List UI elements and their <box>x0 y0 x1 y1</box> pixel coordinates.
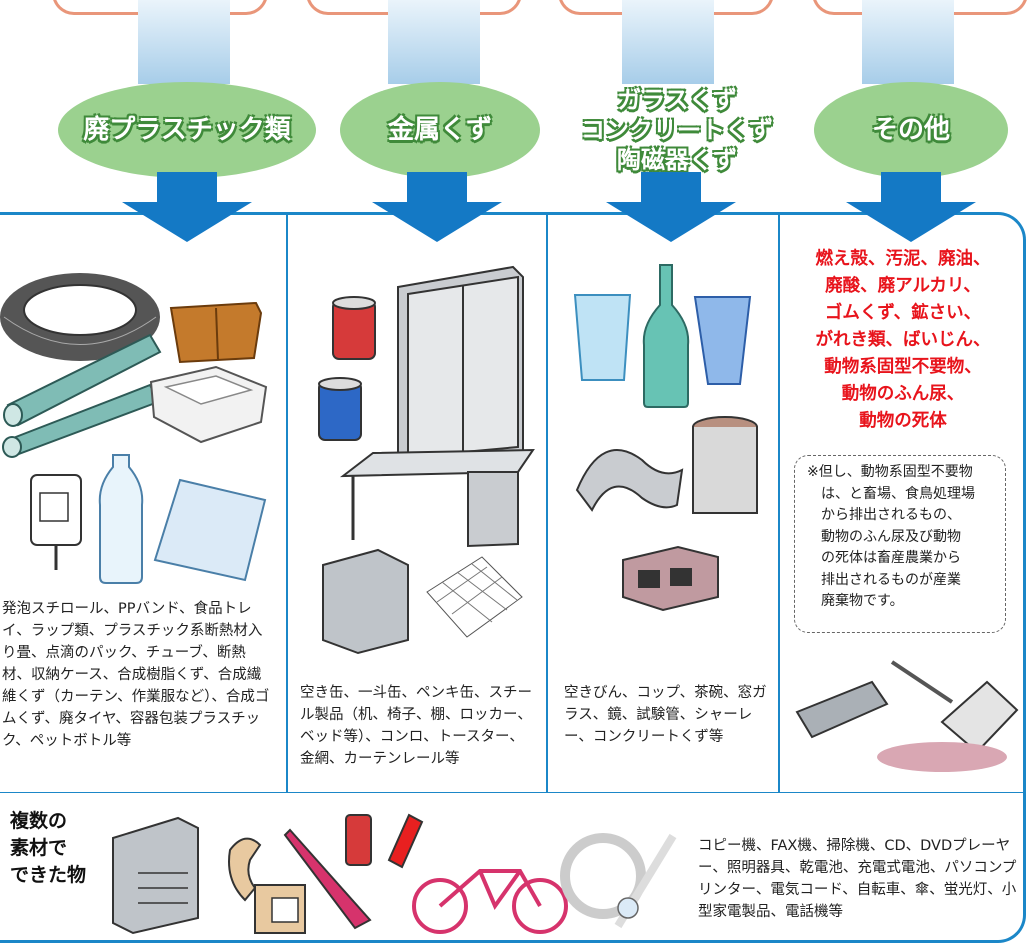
food-tray-illustration <box>169 301 263 364</box>
umbrella-illustration <box>283 828 372 930</box>
column-divider-1 <box>286 215 288 792</box>
category-oval-plastic: 廃プラスチック類 <box>58 82 316 178</box>
glass-bottle-illustration <box>642 264 690 408</box>
glass-cup-illustration <box>573 294 632 381</box>
broken-glass-illustration <box>693 296 752 385</box>
pipe-illustration <box>2 333 162 458</box>
down-arrow-4 <box>846 172 976 242</box>
down-arrow-3 <box>606 172 736 242</box>
battery-illustration <box>345 813 424 869</box>
category-description-plastic: 発泡スチロール、PPバンド、食品トレイ、ラップ類、プラスチック系断熱材入り畳、点… <box>2 601 270 749</box>
category-title-metal: 金属くず <box>387 115 492 145</box>
category-oval-glass: ガラスくず コンクリートくず 陶磁器くず <box>566 80 788 180</box>
fluorescent-lamp-illustration <box>560 833 677 929</box>
down-arrow-2 <box>372 172 502 242</box>
category-title-plastic: 廃プラスチック類 <box>83 115 291 145</box>
telephone-illustration <box>228 837 306 934</box>
flow-arrow-1 <box>138 0 230 84</box>
copier-illustration <box>112 816 199 935</box>
category-description-glass: 空きびん、コップ、茶碗、窓ガラス、鏡、試験管、シャーレー、コンクリートくず等 <box>564 685 767 745</box>
iv-bag-illustration <box>30 474 82 570</box>
tire-illustration <box>0 273 160 361</box>
styrofoam-box-illustration <box>149 365 268 444</box>
composite-materials-description: コピー機、FAX機、掃除機、CD、DVDプレーヤー、照明器具、乾電池、充電式電池… <box>698 838 1017 920</box>
column-divider-2 <box>546 215 548 792</box>
pet-bottle-illustration <box>98 454 144 584</box>
clear-folder-illustration <box>153 478 267 582</box>
ceramic-pot-illustration <box>692 416 758 514</box>
tile-illustration <box>575 449 684 512</box>
waste-oil-illustration <box>795 660 1019 772</box>
steel-cabinet-illustration <box>397 265 524 462</box>
composite-materials-title: 複数の 素材で できた物 <box>10 810 87 886</box>
concrete-block-illustration <box>622 545 719 612</box>
category-description-other: 燃え殻、汚泥、廃油、 廃酸、廃アルカリ、 ゴムくず、鉱さい、 がれき類、ばいじん… <box>815 249 991 431</box>
category-title-other: その他 <box>871 115 950 145</box>
blue-can-illustration <box>318 377 362 441</box>
category-oval-metal: 金属くず <box>340 82 540 178</box>
flow-arrow-4 <box>862 0 954 84</box>
flow-arrow-2 <box>388 0 480 84</box>
bicycle-illustration <box>412 869 568 934</box>
industrial-waste-note: ※但し、動物系固型不要物 は、と畜場、食鳥処理場 から排出されるもの、 動物のふ… <box>794 455 1006 633</box>
wire-mesh-illustration <box>426 556 523 638</box>
column-divider-3 <box>778 215 780 792</box>
down-arrow-1 <box>122 172 252 242</box>
flow-arrow-3 <box>622 0 714 84</box>
category-description-metal: 空き缶、一斗缶、ペンキ缶、スチール製品（机、椅子、棚、ロッカー、ベッド等）、コン… <box>300 685 532 767</box>
steel-desk-illustration <box>339 448 535 548</box>
metal-can-illustration <box>322 548 409 655</box>
category-oval-other: その他 <box>814 82 1008 178</box>
category-title-glass: ガラスくず コンクリートくず 陶磁器くず <box>581 86 773 174</box>
red-can-illustration <box>332 296 376 360</box>
